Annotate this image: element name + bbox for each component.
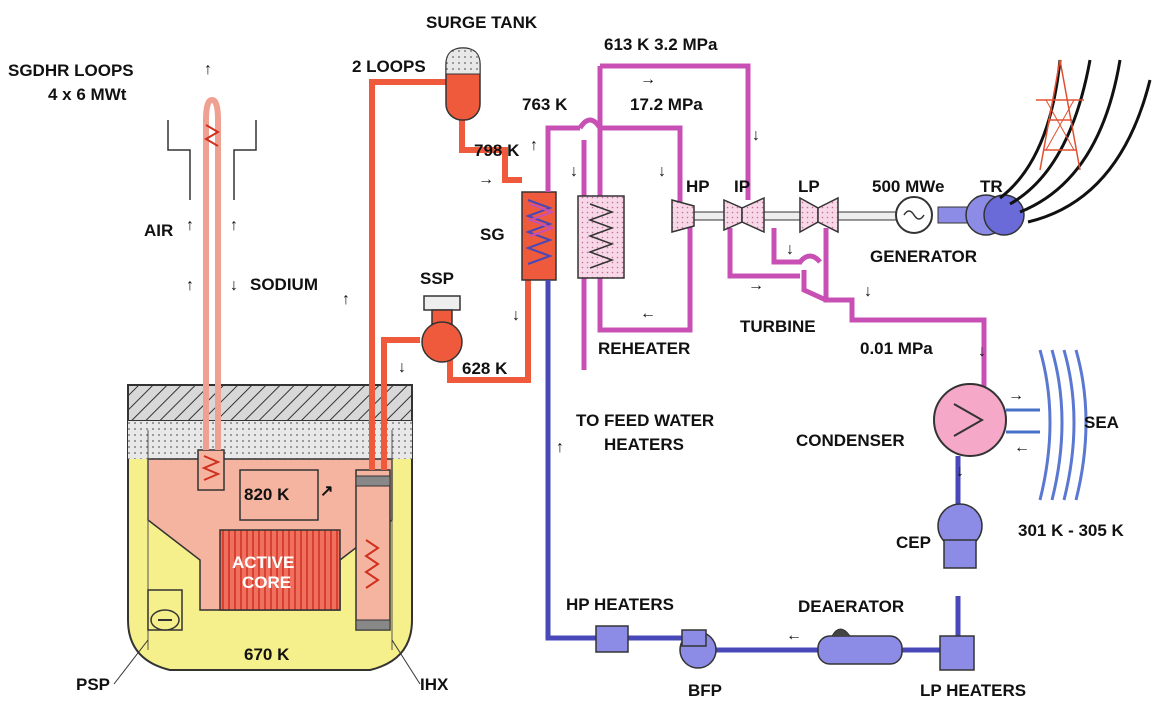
label-temp-613: 613 K 3.2 MPa — [604, 35, 718, 54]
ihx-leader — [391, 639, 421, 685]
label-feed-water-2: HEATERS — [604, 435, 684, 454]
ssp-pump — [421, 295, 463, 363]
svg-text:↑: ↑ — [342, 291, 350, 308]
deaerator — [817, 628, 903, 665]
label-sea-temp: 301 K - 305 K — [1018, 521, 1125, 540]
steam-generator — [521, 191, 557, 281]
label-surge-tank: SURGE TANK — [426, 13, 538, 32]
svg-text:→: → — [478, 171, 494, 188]
cep-pump — [937, 503, 983, 569]
svg-text:↓: ↓ — [864, 283, 872, 300]
label-lp: LP — [798, 177, 820, 196]
label-ip: IP — [734, 177, 750, 196]
svg-text:↑: ↑ — [186, 217, 194, 234]
label-ihx: IHX — [420, 675, 449, 694]
argon-cover-gas — [128, 421, 412, 459]
label-feed-water-1: TO FEED WATER — [576, 411, 714, 430]
svg-text:↑: ↑ — [186, 277, 194, 294]
svg-text:←: ← — [1014, 439, 1030, 456]
svg-text:↓: ↓ — [752, 127, 760, 144]
psp-pump — [147, 589, 183, 631]
label-pressure-001: 0.01 MPa — [860, 339, 933, 358]
label-temp-628: 628 K — [462, 359, 508, 378]
hp-heaters — [595, 625, 629, 653]
transmission-lines — [999, 59, 1152, 224]
label-ssp: SSP — [420, 269, 454, 288]
svg-text:→: → — [748, 277, 764, 294]
svg-text:↓: ↓ — [978, 343, 986, 360]
reheater — [577, 195, 625, 279]
svg-text:←: ← — [786, 627, 802, 644]
label-psp: PSP — [76, 675, 110, 694]
label-active: ACTIVE — [232, 553, 294, 572]
control-plug — [239, 469, 319, 521]
label-temp-763: 763 K — [522, 95, 568, 114]
label-bfp: BFP — [688, 681, 722, 700]
label-sgdhr-loops: SGDHR LOOPS — [8, 61, 134, 80]
label-core: CORE — [242, 573, 291, 592]
psp-leader — [113, 639, 149, 685]
lp-turbine — [799, 196, 839, 234]
label-air: AIR — [144, 221, 173, 240]
surge-tank — [445, 47, 481, 121]
svg-text:↓: ↓ — [512, 307, 520, 324]
svg-text:↓: ↓ — [570, 163, 578, 180]
transformer — [965, 194, 1025, 236]
svg-text:↓: ↓ — [658, 163, 666, 180]
label-sgdhr-power: 4 x 6 MWt — [48, 85, 127, 104]
label-two-loops: 2 LOOPS — [352, 57, 426, 76]
label-pressure-172: 17.2 MPa — [630, 95, 703, 114]
label-sodium: SODIUM — [250, 275, 318, 294]
label-temp-670: 670 K — [244, 645, 290, 664]
svg-text:↑: ↑ — [556, 439, 564, 456]
pylon — [1036, 59, 1084, 171]
label-condenser: CONDENSER — [796, 431, 905, 450]
label-turbine: TURBINE — [740, 317, 816, 336]
turbine-shaft — [679, 211, 901, 221]
label-tr: TR — [980, 177, 1003, 196]
svg-text:→: → — [1008, 387, 1024, 404]
labels: SGDHR LOOPS 4 x 6 MWt AIR SODIUM SURGE T… — [8, 13, 1125, 700]
label-500mwe: 500 MWe — [872, 177, 944, 196]
svg-text:↗: ↗ — [320, 483, 333, 500]
svg-text:↑: ↑ — [204, 61, 212, 78]
label-temp-798: 798 K — [474, 141, 520, 160]
svg-text:↓: ↓ — [398, 359, 406, 376]
label-lp-heaters: LP HEATERS — [920, 681, 1026, 700]
ip-turbine — [723, 196, 765, 234]
svg-text:↑: ↑ — [230, 217, 238, 234]
ihx — [355, 469, 391, 631]
condenser — [933, 383, 1040, 457]
flow-arrows: ↑ ↑ ↑ ↑ ↓ ↑ ↑ → ↓ ↓ → ↓ ↓ ↓ ← ↓ → ↓ ↓ → … — [186, 61, 1030, 644]
svg-text:→: → — [640, 71, 656, 88]
label-hp-heaters: HP HEATERS — [566, 595, 674, 614]
label-temp-820: 820 K — [244, 485, 290, 504]
sgdhr-loop — [167, 96, 257, 450]
hp-turbine — [671, 199, 695, 233]
bfp-pump — [679, 629, 717, 669]
svg-text:←: ← — [640, 305, 656, 322]
lp-heaters — [939, 635, 975, 671]
label-cep: CEP — [896, 533, 931, 552]
active-core — [219, 529, 341, 611]
label-reheater: REHEATER — [598, 339, 690, 358]
svg-text:↓: ↓ — [956, 463, 964, 480]
roof-slab — [127, 384, 413, 422]
generator — [895, 196, 969, 234]
svg-text:↓: ↓ — [786, 241, 794, 258]
label-generator: GENERATOR — [870, 247, 977, 266]
label-sea: SEA — [1084, 413, 1119, 432]
label-hp: HP — [686, 177, 710, 196]
svg-text:↓: ↓ — [230, 277, 238, 294]
sea-waves — [1038, 349, 1088, 501]
label-deaerator: DEAERATOR — [798, 597, 904, 616]
sgdhr-pool-hx — [197, 449, 225, 491]
svg-text:↑: ↑ — [530, 137, 538, 154]
label-sg: SG — [480, 225, 505, 244]
